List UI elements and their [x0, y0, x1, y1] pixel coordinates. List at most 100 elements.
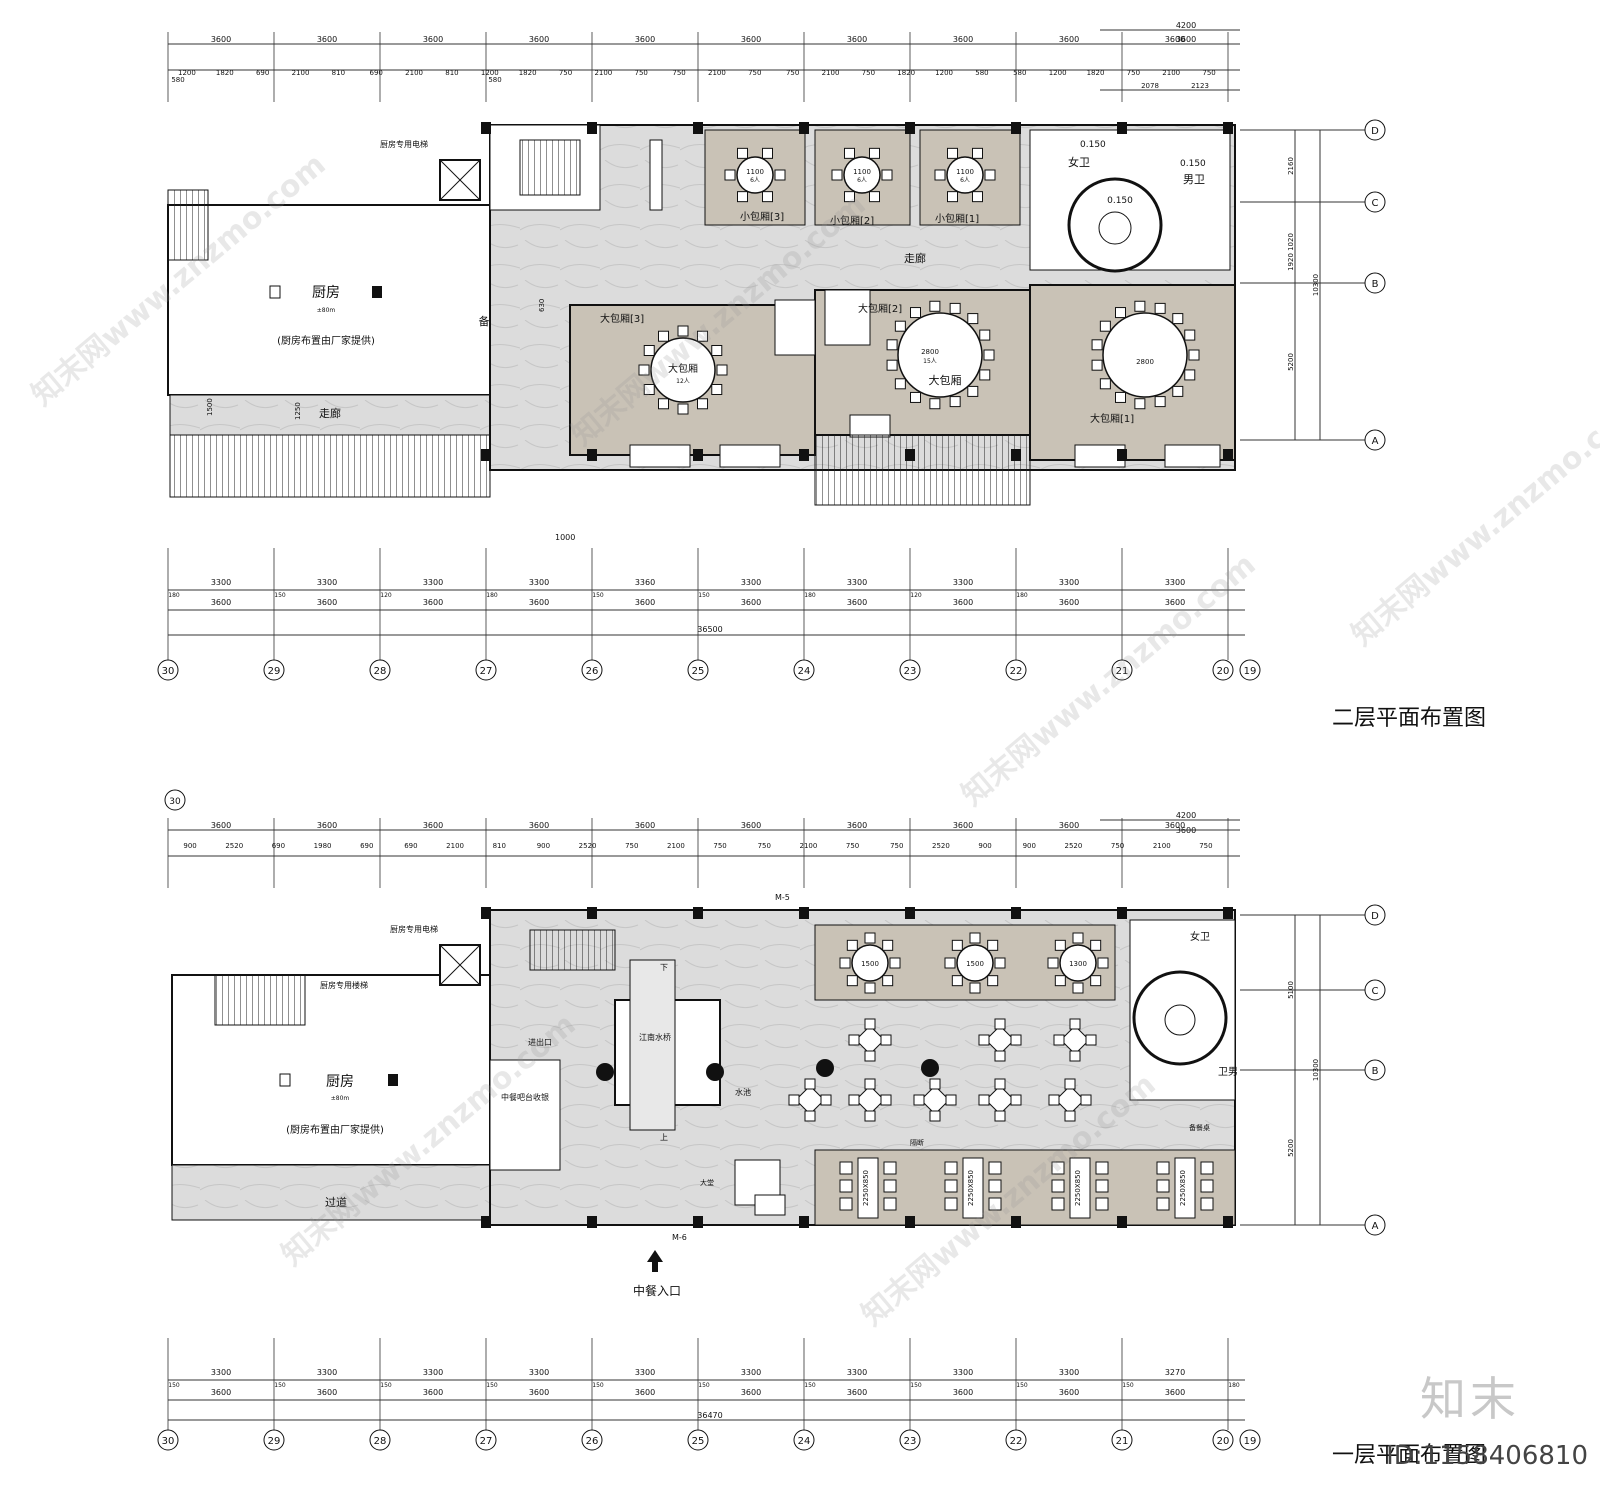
f2-large-table-1-chair [1099, 378, 1111, 390]
f2-bottom-small: 150 [592, 592, 604, 599]
f1-square-table-chair [929, 1078, 941, 1090]
f2-axis-bubble [793, 659, 815, 681]
f2-bottom-dim: 3300 [953, 578, 973, 587]
f2-column [693, 122, 703, 134]
f2-axis-label: 20 [1217, 666, 1230, 677]
f1-round-table-chair [969, 932, 981, 944]
f2-small-table-chair [972, 147, 983, 159]
f1-axis-label: 24 [798, 1436, 811, 1447]
f1-round-table-chair [846, 939, 858, 951]
f1-square-table-chair [994, 1018, 1006, 1030]
f1-round-table-chair [1090, 939, 1102, 951]
f2-axis-bubble [1005, 659, 1027, 681]
f1-square-table-chair [994, 1078, 1006, 1090]
f2-axis-bubble [687, 659, 709, 681]
f1-booth-chair [1051, 1161, 1065, 1175]
f1-booth-chair [1156, 1179, 1170, 1193]
f1-sub-dim: 900 [978, 842, 991, 850]
f2-total-dim: 36500 [697, 625, 722, 634]
f2-bottom-small: 180 [804, 592, 816, 599]
f2-bottom-3600: 3600 [529, 598, 549, 607]
f1-square-table [855, 1085, 885, 1115]
f1-column [1117, 907, 1127, 919]
f2-sub-dim: 1200 [935, 69, 953, 77]
f1-square-table [920, 1085, 950, 1115]
f1-bottom-small: 180 [1228, 1382, 1240, 1389]
f2-column [905, 449, 915, 461]
f1-round-table-chair [969, 982, 981, 994]
f2-large-table-3-chair [677, 403, 689, 415]
f2-right-dim: 10300 [1312, 274, 1320, 296]
f1-booth-chair [1156, 1161, 1170, 1175]
f2-bottom-3600: 3600 [1165, 598, 1185, 607]
f2-row-bubble [1364, 191, 1386, 213]
f1-row-bubble [1364, 979, 1386, 1001]
f2-small-table-chair [762, 147, 773, 159]
f1-booth-chair [1051, 1197, 1065, 1211]
f1-axis-bubble [369, 1429, 391, 1451]
f2-axis-bubble [899, 659, 921, 681]
f1-square-table-chair [929, 1110, 941, 1122]
f2-axis-label: 30 [162, 666, 175, 677]
f1-square-table-chair [804, 1078, 816, 1090]
f2-axis-label: 26 [586, 666, 599, 677]
f1-top-dim: 3600 [317, 821, 337, 830]
f1-sub-dim: 1980 [314, 842, 332, 850]
f1-sub-dim: 2100 [800, 842, 818, 850]
f2-top-dim: 3600 [317, 35, 337, 44]
f1-square-table-chair [880, 1094, 892, 1106]
f1-bottom-dim: 3300 [847, 1368, 867, 1377]
f2-t2800-b: 2800 [1136, 358, 1154, 366]
f2-axis-bubble [475, 659, 497, 681]
f1-right-dim: 5100 [1287, 981, 1295, 999]
f1-square-table-chair [804, 1110, 816, 1122]
f1-axis-bubble [899, 1429, 921, 1451]
f2-top-dim: 3600 [635, 35, 655, 44]
f1-axis-bubble [263, 1429, 285, 1451]
f2-right-dim: 5200 [1287, 353, 1295, 371]
f2-large3-label: 大包厢[3] [600, 312, 644, 325]
f2-small-table-chair [869, 191, 880, 203]
f1-sub-dim: 2100 [1153, 842, 1171, 850]
f1-top-dim: 3600 [741, 821, 761, 830]
f2-column [481, 449, 491, 461]
f1-booth-chair [1095, 1179, 1109, 1193]
f1-booth-chair [944, 1197, 958, 1211]
f1-pool-label: 水池 [735, 1087, 751, 1097]
f2-sub-dim: 1820 [1087, 69, 1105, 77]
f1-booth-chair [1051, 1179, 1065, 1193]
f1-sub-dim: 750 [758, 842, 771, 850]
f2-small-table-chair [972, 191, 983, 203]
f1-square-table-chair [1010, 1094, 1022, 1106]
f1-axis-label: 28 [374, 1436, 387, 1447]
f2-right-dim: 1020 [1287, 233, 1295, 251]
f2-bottom-small: 150 [274, 592, 286, 599]
f2-large-table-3-chair [711, 384, 723, 395]
f2-sub-dim: 1820 [897, 69, 915, 77]
f1-sub-dim: 2520 [579, 842, 597, 850]
f1-sub-dim: 2100 [667, 842, 685, 850]
f1-booth-table [962, 1157, 984, 1219]
image-id: ID:1158406810 [1386, 1441, 1588, 1471]
f2-bottom-dim: 3360 [635, 578, 655, 587]
f2-large-table-3-chair [658, 330, 669, 342]
f1-booth-chair [1156, 1197, 1170, 1211]
f2-large-table-2-chair [886, 359, 898, 371]
f1-round-table-chair [1072, 982, 1084, 994]
f2-sub-dim: 690 [370, 69, 383, 77]
f2-bottom-dim: 3300 [211, 578, 231, 587]
f2-sub-small-3: 2078 [1141, 82, 1159, 90]
f2-sub-dim: 1200 [178, 69, 196, 77]
f1-axis-bubble [1005, 1429, 1027, 1451]
f1-square-table-chair [864, 1050, 876, 1062]
f1-elevator-label: 厨房专用电梯 [390, 924, 438, 934]
f1-column [1011, 1216, 1021, 1228]
f2-column [481, 122, 491, 134]
entrance-arrow-icon [647, 1250, 663, 1272]
f1-round-table-chair [1072, 932, 1084, 944]
f1-column [693, 1216, 703, 1228]
f1-round-table-chair [951, 975, 963, 987]
f2-large-table-3-chair [716, 364, 728, 376]
f2-bottom-3600: 3600 [953, 598, 973, 607]
